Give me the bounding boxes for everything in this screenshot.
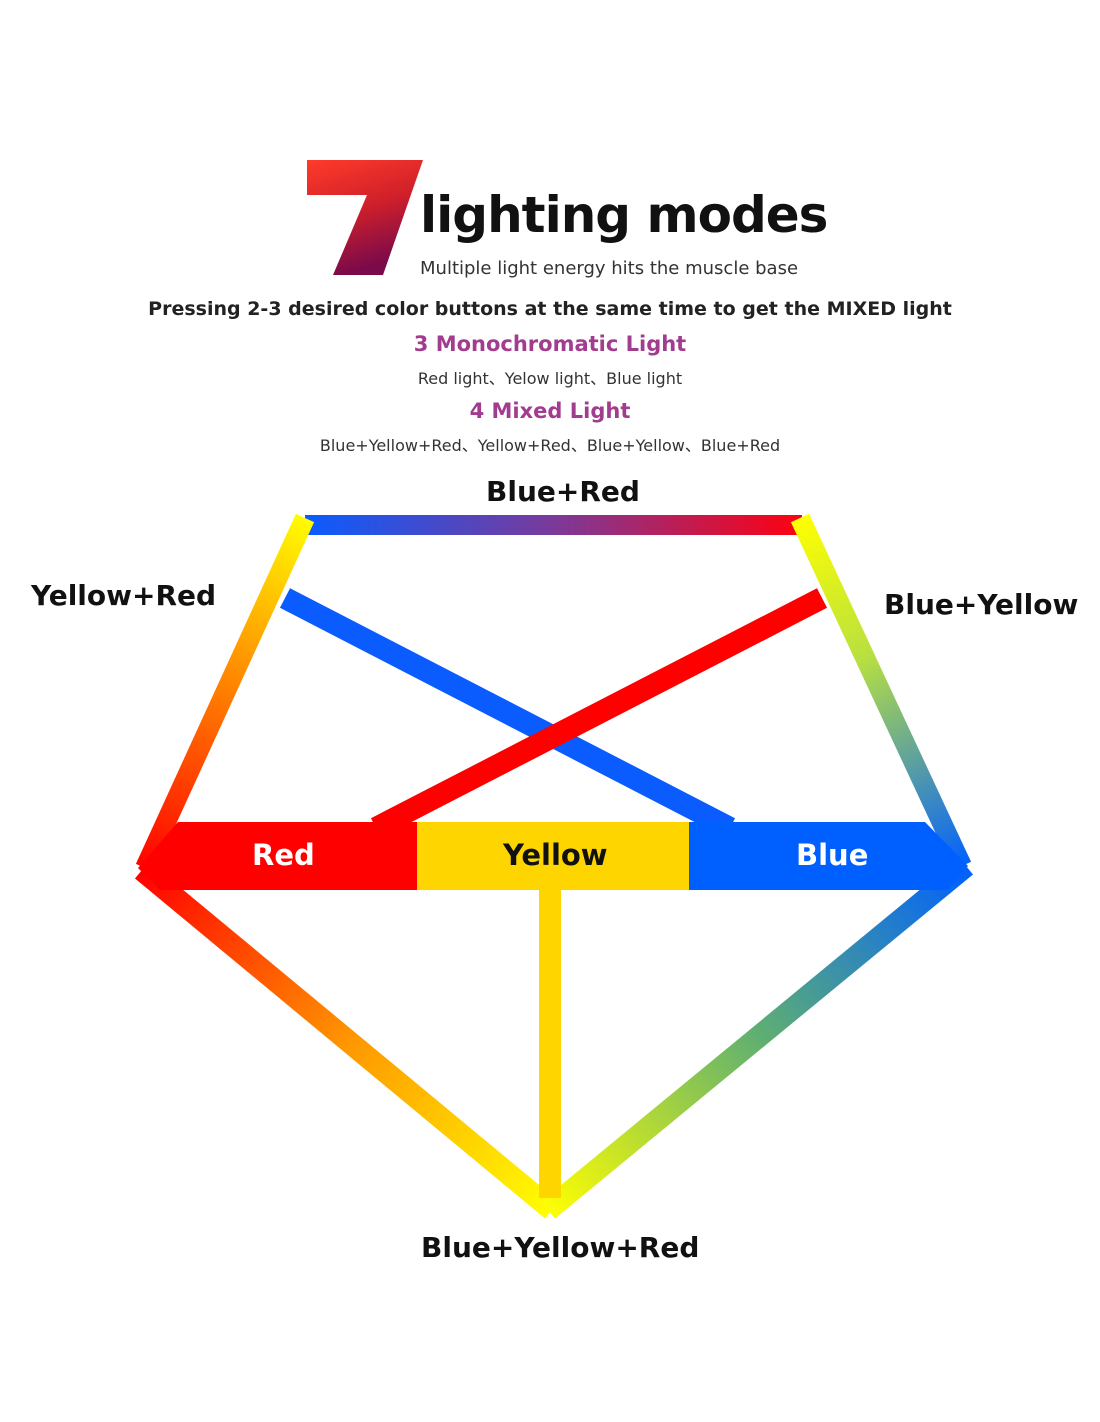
label-blue-yellow: Blue+Yellow <box>884 588 1079 621</box>
edge-bottom-left <box>134 861 560 1219</box>
band-label-blue: Blue <box>796 838 869 872</box>
mixed-heading: 4 Mixed Light <box>469 399 631 423</box>
edge-blue-yellow <box>790 513 972 871</box>
instruction: Pressing 2-3 desired color buttons at th… <box>148 298 952 320</box>
label-blue-yellow-red: Blue+Yellow+Red <box>421 1231 700 1264</box>
mixed-items: Blue+Yellow+Red、Yellow+Red、Blue+Yellow、B… <box>319 436 781 455</box>
blue-diagonal <box>279 588 736 838</box>
band-yellow <box>417 822 689 890</box>
label-blue-red: Blue+Red <box>486 475 640 508</box>
band-label-yellow: Yellow <box>503 838 608 872</box>
band-blue <box>689 822 968 890</box>
red-diagonal <box>370 588 828 838</box>
monochromatic-heading: 3 Monochromatic Light <box>413 332 687 356</box>
number-seven-logo <box>307 160 423 275</box>
band-label-red: Red <box>252 838 315 872</box>
edge-bottom-right <box>541 857 973 1219</box>
band-red <box>138 822 417 890</box>
monochromatic-items: Red light、Yelow light、Blue light <box>417 369 683 388</box>
page-title: lighting modes <box>420 186 828 244</box>
subtitle: Multiple light energy hits the muscle ba… <box>420 258 799 279</box>
label-yellow-red: Yellow+Red <box>31 579 217 612</box>
edge-yellow-red <box>135 513 315 873</box>
